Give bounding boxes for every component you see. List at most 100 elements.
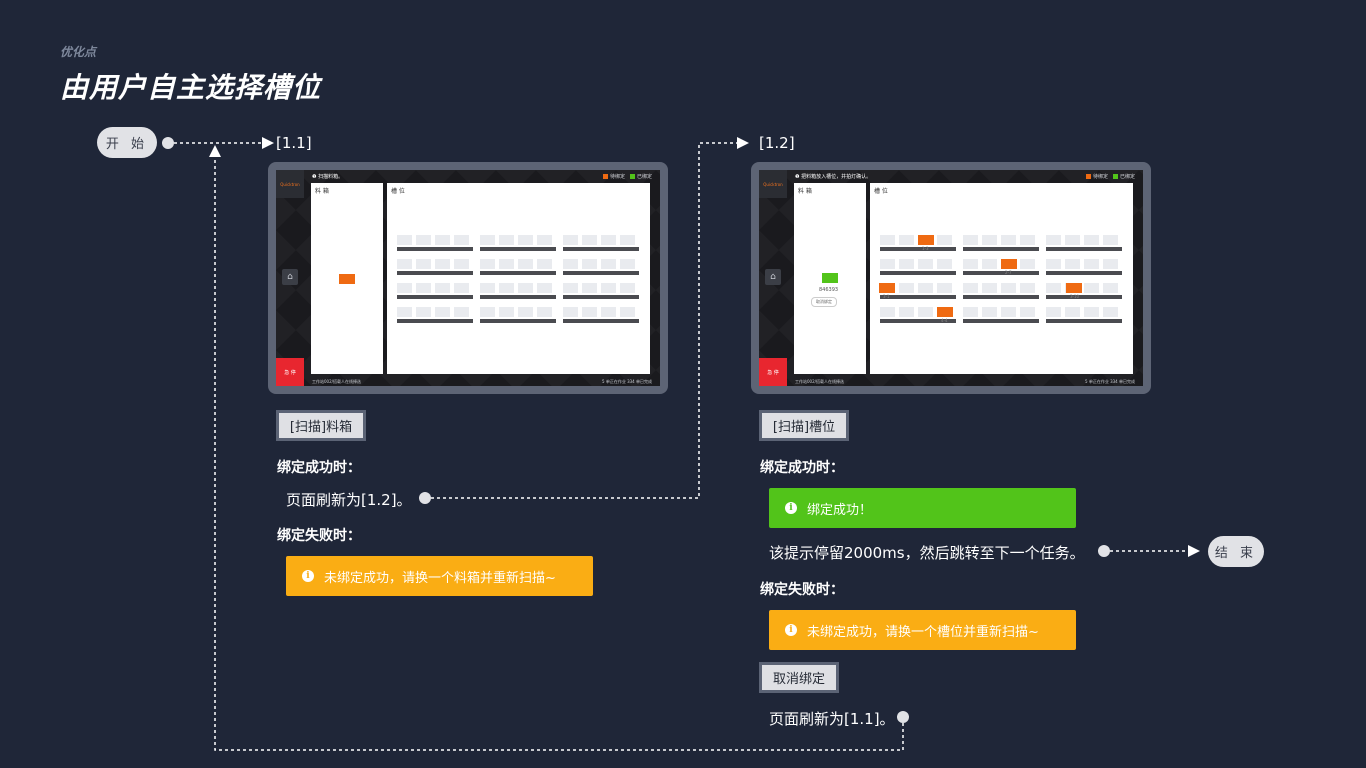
- order-stats: 5 单正在作业 334 单已完成: [1085, 379, 1135, 384]
- slot-cell: [397, 307, 412, 317]
- shelf-bar: [480, 271, 556, 275]
- screen-instruction: ❶ 扫描料箱。: [312, 174, 344, 180]
- slot-cell: [518, 235, 533, 245]
- slot-cell: [454, 307, 469, 317]
- emergency-stop-button[interactable]: 急 停: [759, 358, 787, 386]
- slot-cell: [499, 235, 514, 245]
- step-2-label: [1.2]: [759, 134, 795, 152]
- bin-code: 846393: [819, 287, 839, 293]
- arrow-head: [209, 145, 221, 157]
- pending-bin: [339, 274, 355, 284]
- pending-slot: [918, 235, 934, 245]
- scan-slot-button[interactable]: [扫描]槽位: [759, 410, 849, 441]
- bound-bin: [822, 273, 838, 283]
- legend: 待绑定 已绑定: [1085, 173, 1135, 180]
- slot-cell: [499, 307, 514, 317]
- slot-cell: [1103, 235, 1118, 245]
- shelf-bar: [563, 319, 639, 323]
- bind-success-heading: 绑定成功时：: [760, 460, 844, 476]
- slot-cell: [1084, 235, 1099, 245]
- screen-mockup-1: Quicktron ⌂ 急 停 ❶ 扫描料箱。 待绑定 已绑定 料 箱 槽 位 …: [268, 162, 668, 394]
- slot-cell: [1046, 259, 1061, 269]
- slot-cell: [416, 307, 431, 317]
- slot-cell: [454, 259, 469, 269]
- slot-cell: [435, 235, 450, 245]
- page-title: 由用户自主选择槽位: [60, 71, 322, 104]
- slot-panel: 槽 位: [387, 183, 650, 374]
- slot-tag: 2-7: [1005, 270, 1012, 275]
- legend-pending: 待绑定: [602, 173, 625, 180]
- shelf-bar: [880, 319, 956, 323]
- slot-cell: [937, 283, 952, 293]
- logo: Quicktron: [759, 170, 787, 198]
- station-footer: 工作站002/搭载人在线揀选: [312, 379, 361, 384]
- slot-cell: [963, 307, 978, 317]
- shelf-bar: [1046, 319, 1122, 323]
- page-subtitle: 优化点: [60, 45, 97, 59]
- slot-cell: [601, 307, 616, 317]
- slot-cell: [1046, 235, 1061, 245]
- home-icon[interactable]: ⌂: [765, 269, 781, 285]
- slot-cell: [937, 259, 952, 269]
- slot-cell: [563, 283, 578, 293]
- slot-cell: [982, 259, 997, 269]
- slot-cell: [899, 307, 914, 317]
- logo: Quicktron: [276, 170, 304, 198]
- screen-mockup-2: Quicktron ⌂ 急 停 ❶ 把料箱放入槽位，并拍灯确认。 待绑定 已绑定…: [751, 162, 1151, 394]
- legend-pending: 待绑定: [1085, 173, 1108, 180]
- slot-cell: [397, 259, 412, 269]
- slot-cell: [1001, 307, 1016, 317]
- slot-cell: [1001, 283, 1016, 293]
- shelf-bar: [397, 319, 473, 323]
- slot-cell: [1020, 307, 1035, 317]
- cancel-binding-button[interactable]: 取消绑定: [759, 662, 839, 693]
- shelf-bar: [963, 271, 1039, 275]
- cancel-result-text: 页面刷新为[1.1]。: [769, 710, 895, 728]
- slot-cell: [601, 283, 616, 293]
- emergency-stop-button[interactable]: 急 停: [276, 358, 304, 386]
- bind-fail-alert-text: 未绑定成功，请换一个槽位并重新扫描~: [807, 624, 1039, 640]
- slot-cell: [480, 259, 495, 269]
- bind-success-text: 该提示停留2000ms，然后跳转至下一个任务。: [769, 544, 1085, 562]
- slot-cell: [1065, 259, 1080, 269]
- slot-cell: [1103, 307, 1118, 317]
- slot-cell: [1103, 259, 1118, 269]
- slot-cell: [563, 307, 578, 317]
- slot-cell: [537, 307, 552, 317]
- slot-cell: [537, 259, 552, 269]
- slot-cell: [435, 283, 450, 293]
- bind-fail-heading: 绑定失败时：: [760, 582, 844, 598]
- bind-success-alert-text: 绑定成功！: [807, 502, 873, 518]
- start-node: 开 始: [97, 127, 157, 158]
- legend-pending-label: 待绑定: [1092, 174, 1108, 180]
- info-icon: i: [302, 570, 314, 582]
- bind-success-alert: i 绑定成功！: [769, 488, 1076, 528]
- shelf-bar: [563, 271, 639, 275]
- slot-cell: [582, 259, 597, 269]
- shelf-bar: [963, 295, 1039, 299]
- home-icon[interactable]: ⌂: [282, 269, 298, 285]
- pending-slot: [937, 307, 953, 317]
- shelf-bar: [480, 295, 556, 299]
- slot-cell: [1046, 307, 1061, 317]
- pending-slot: [1001, 259, 1017, 269]
- scan-bin-button[interactable]: [扫描]料箱: [276, 410, 366, 441]
- bind-fail-alert: i 未绑定成功，请换一个料箱并重新扫描~: [286, 556, 593, 596]
- shelf-bar: [480, 319, 556, 323]
- slot-cell: [518, 259, 533, 269]
- cancel-bind-mini-button[interactable]: 取消绑定: [811, 297, 837, 307]
- bin-panel-title: 料 箱: [315, 188, 329, 195]
- slot-cell: [1103, 283, 1118, 293]
- shelf-bar: [963, 319, 1039, 323]
- legend-bound-label: 已绑定: [1119, 174, 1135, 180]
- slot-cell: [899, 259, 914, 269]
- slot-cell: [435, 259, 450, 269]
- slot-cell: [918, 307, 933, 317]
- slot-tag: 3-1: [883, 294, 890, 299]
- slot-cell: [880, 307, 895, 317]
- slot-cell: [1084, 259, 1099, 269]
- screen-1-display: Quicktron ⌂ 急 停 ❶ 扫描料箱。 待绑定 已绑定 料 箱 槽 位 …: [276, 170, 660, 386]
- slot-cell: [1065, 235, 1080, 245]
- shelf-bar: [1046, 295, 1122, 299]
